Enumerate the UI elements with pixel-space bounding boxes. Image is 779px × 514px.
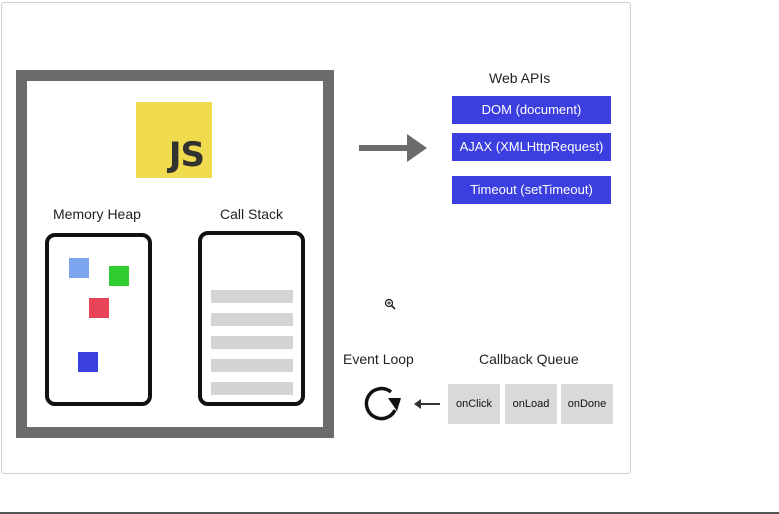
heap-block [78, 352, 98, 372]
heap-block [89, 298, 109, 318]
callback-onload: onLoad [505, 384, 557, 424]
web-api-ajax: AJAX (XMLHttpRequest) [452, 133, 611, 161]
call-stack-label: Call Stack [220, 206, 284, 222]
stack-frame [211, 290, 293, 303]
callback-queue-title: Callback Queue [479, 351, 579, 367]
stack-frame [211, 382, 293, 395]
js-logo-text: JS [168, 135, 205, 175]
stack-frame [211, 359, 293, 372]
refresh-icon [364, 386, 401, 421]
web-apis-title: Web APIs [489, 70, 551, 86]
stack-frame [211, 336, 293, 349]
event-loop-label: Event Loop [343, 351, 414, 367]
call-stack [198, 231, 305, 406]
stack-frame [211, 313, 293, 326]
zoom-in-icon [384, 298, 396, 310]
arrow-right-icon [359, 134, 427, 162]
callback-onclick: onClick [448, 384, 500, 424]
heap-block [109, 266, 129, 286]
memory-heap [45, 233, 152, 406]
arrow-left-icon [414, 399, 440, 409]
web-api-dom: DOM (document) [452, 96, 611, 124]
bottom-divider [0, 512, 779, 514]
memory-heap-label: Memory Heap [53, 206, 141, 222]
heap-block [69, 258, 89, 278]
callback-ondone: onDone [561, 384, 613, 424]
js-logo: JS [136, 102, 212, 178]
web-api-timeout: Timeout (setTimeout) [452, 176, 611, 204]
